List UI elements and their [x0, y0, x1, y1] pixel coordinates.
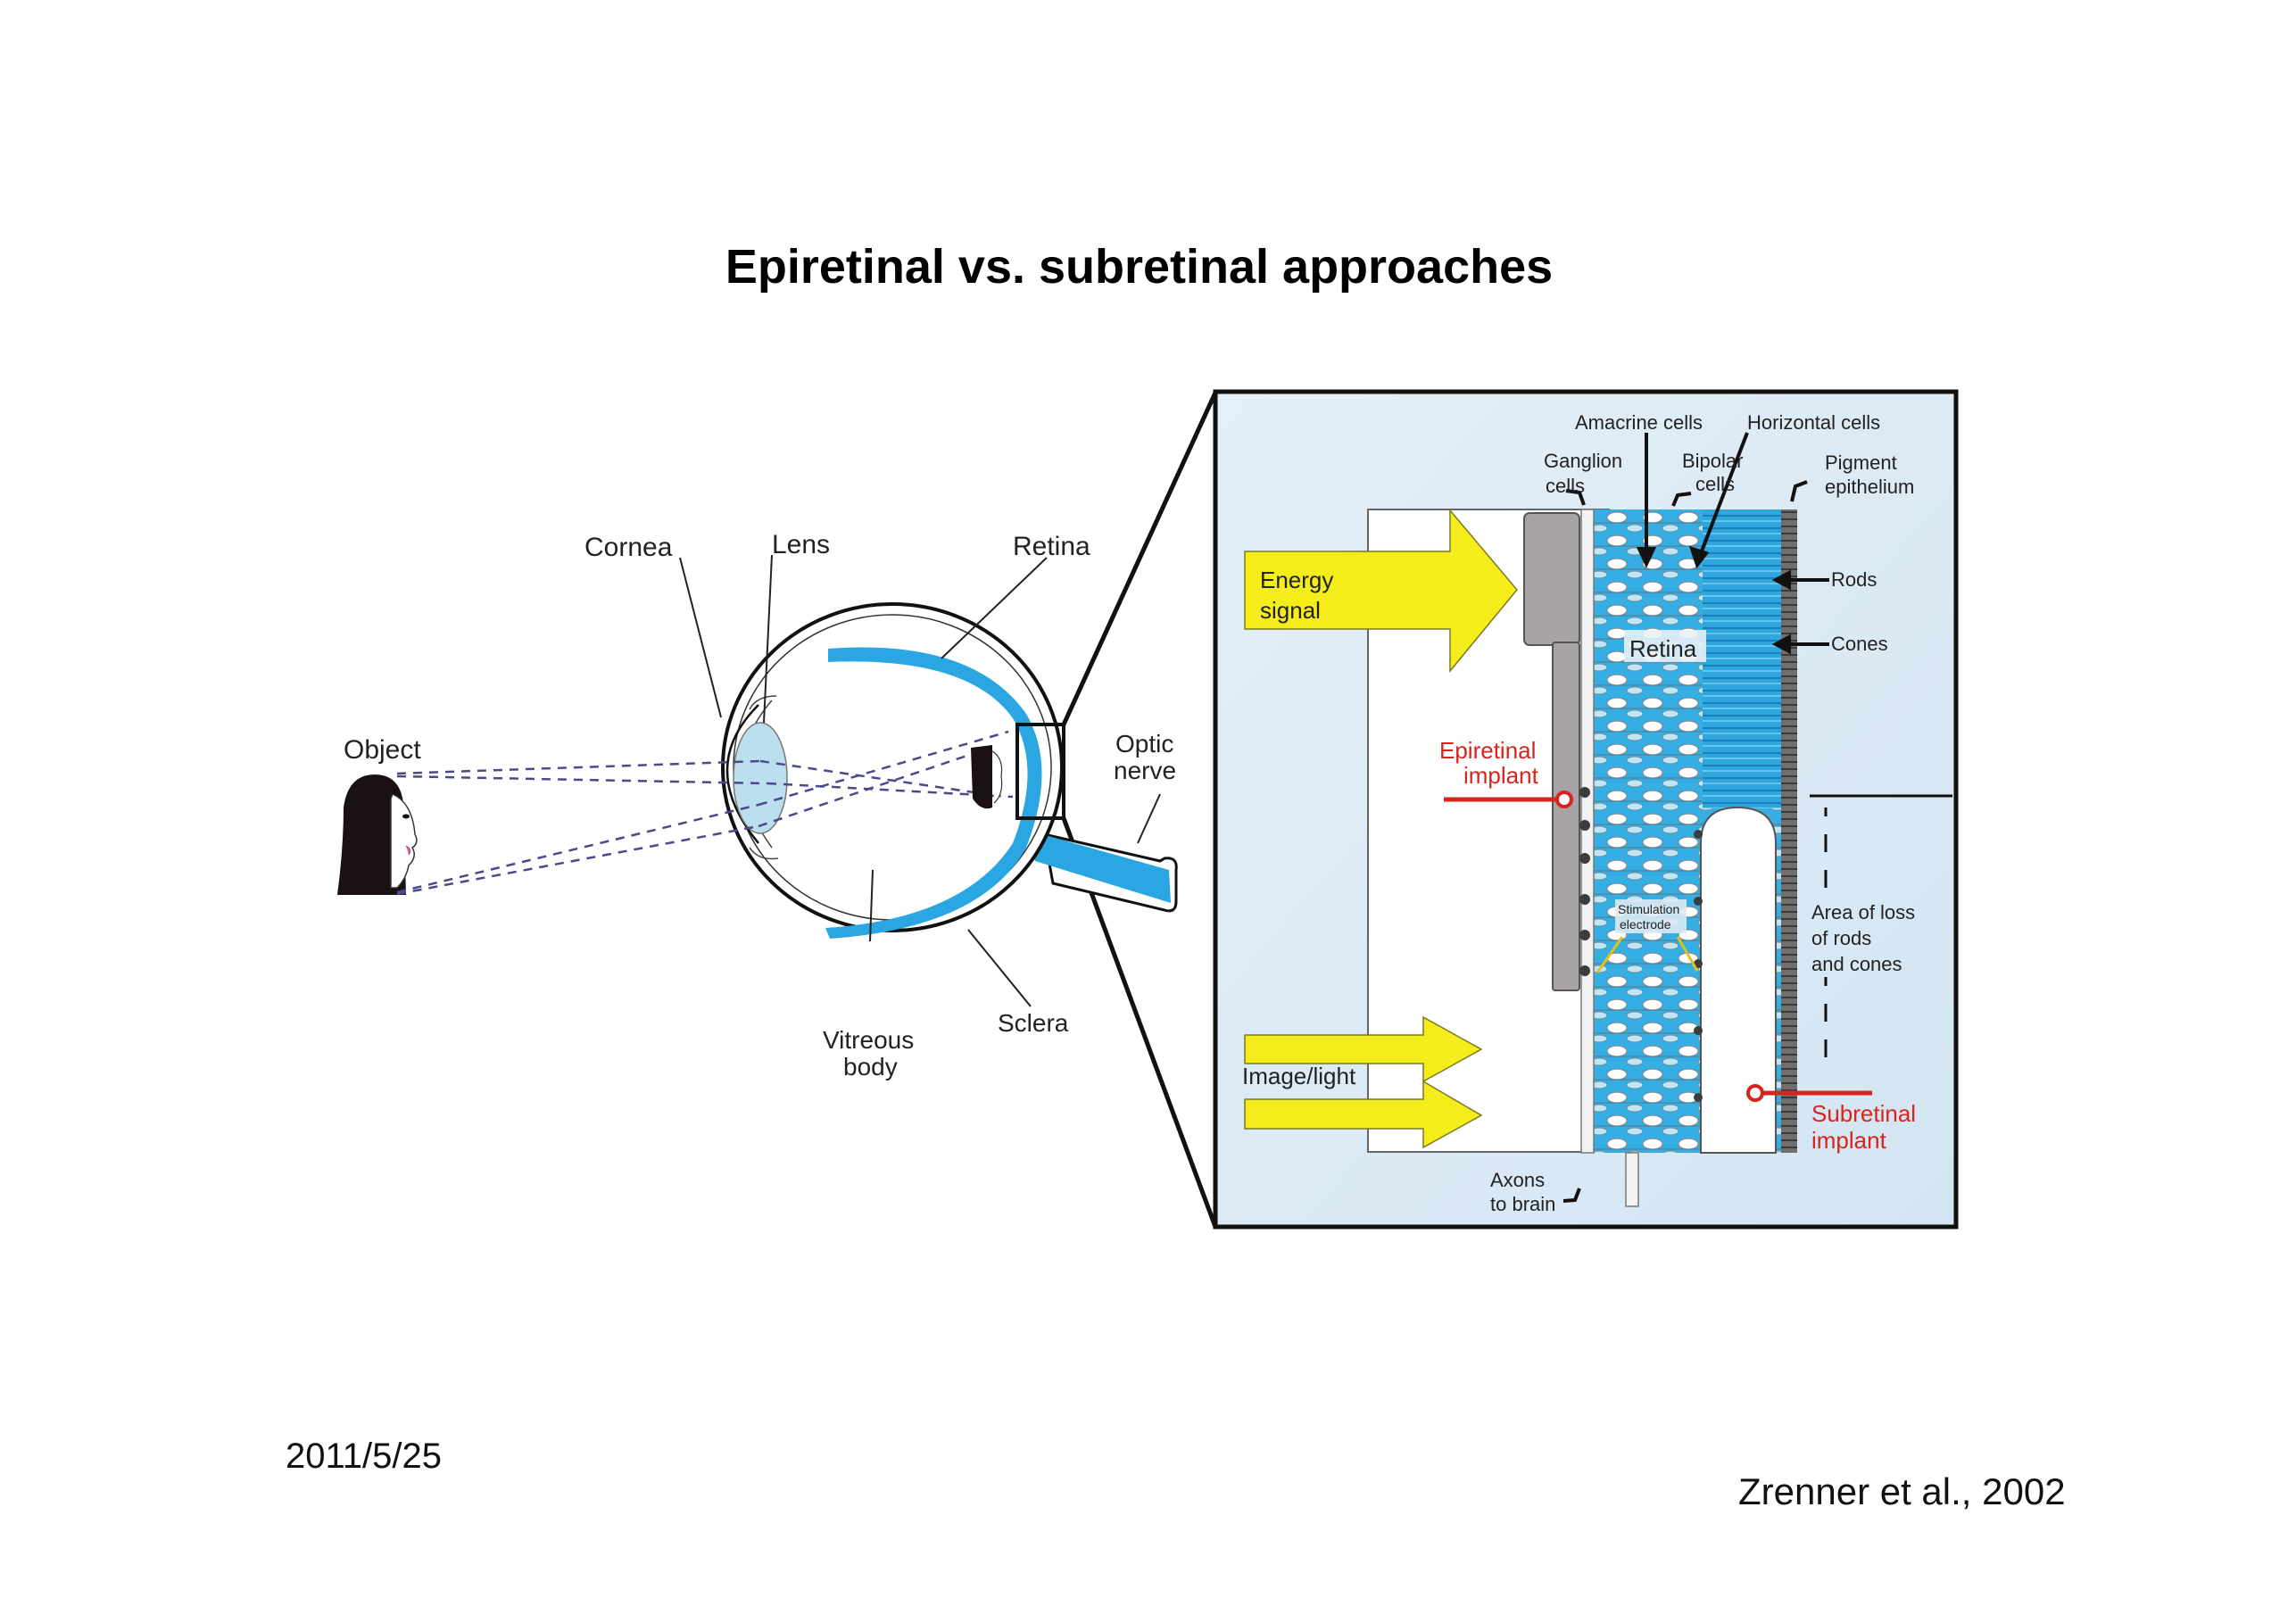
lens — [733, 722, 788, 834]
label-object: Object — [344, 735, 421, 765]
label-signal: signal — [1260, 597, 1321, 624]
label-cones: Cones — [1831, 633, 1888, 655]
label-rods: Rods — [1831, 568, 1877, 591]
epiretinal-marker — [1555, 791, 1573, 808]
subretinal-implant-region — [1700, 806, 1777, 1154]
label-sclera: Sclera — [998, 1009, 1069, 1037]
label-retina: Retina — [1013, 532, 1090, 561]
axon-bundle — [1625, 1152, 1639, 1207]
optic-nerve-core — [1026, 830, 1171, 903]
label-lens: Lens — [772, 530, 830, 559]
subretinal-marker — [1746, 1084, 1764, 1102]
photoreceptor-layer — [1703, 509, 1785, 808]
slide-citation: Zrenner et al., 2002 — [1738, 1470, 2066, 1512]
label-image-light: Image/light — [1242, 1063, 1356, 1089]
label-epiretinal-implant: implant — [1463, 762, 1539, 789]
label-optic-nerve-1: Optic — [1115, 730, 1173, 758]
label-stimulation: Stimulation — [1618, 902, 1679, 916]
slide-date: 2011/5/25 — [286, 1437, 442, 1476]
label-pigment-2: epithelium — [1825, 476, 1914, 498]
retina-inner-layers — [1594, 509, 1703, 1153]
epiretinal-implant — [1523, 512, 1580, 646]
label-energy: Energy — [1260, 567, 1333, 593]
label-area-2: of rods — [1811, 927, 1871, 949]
label-optic-nerve-2: nerve — [1114, 757, 1176, 784]
detail-panel: Stimulation electrode Retina — [1213, 389, 1959, 1230]
label-area-3: and cones — [1811, 953, 1902, 975]
label-ganglion-1: Ganglion — [1544, 450, 1622, 472]
label-vitreous-2: body — [843, 1053, 898, 1081]
detail-box — [1015, 723, 1065, 820]
label-axons: Axons — [1490, 1169, 1545, 1191]
label-pigment-1: Pigment — [1825, 451, 1897, 474]
slide-title: Epiretinal vs. subretinal approaches — [725, 240, 1554, 294]
label-subretinal: Subretinal — [1811, 1100, 1916, 1127]
label-epiretinal: Epiretinal — [1439, 737, 1536, 764]
label-area-1: Area of loss — [1811, 901, 1915, 923]
retinal-image-icon — [971, 745, 1003, 809]
light-rays — [396, 730, 1014, 896]
nerve-fiber-layer — [1580, 509, 1595, 1154]
label-horizontal: Horizontal cells — [1747, 411, 1880, 434]
energy-signal-arrow — [1244, 508, 1518, 674]
label-bipolar-1: Bipolar — [1682, 450, 1743, 472]
label-to-brain: to brain — [1490, 1193, 1555, 1215]
eye-diagram: Cornea Lens Retina Object Optic nerve Vi… — [337, 391, 1218, 1228]
label-retina-detail: Retina — [1629, 635, 1697, 662]
image-light-arrow-2 — [1244, 1080, 1483, 1149]
epiretinal-electrodes — [1579, 787, 1590, 976]
label-ganglion-2: cells — [1546, 475, 1585, 497]
pigment-epithelium — [1781, 509, 1797, 1153]
label-bipolar-2: cells — [1695, 473, 1735, 495]
label-electrode: electrode — [1620, 917, 1671, 932]
zoom-line-top — [1061, 391, 1218, 726]
image-light-arrow-1 — [1244, 1015, 1483, 1083]
label-cornea: Cornea — [584, 533, 673, 562]
label-vitreous-1: Vitreous — [823, 1026, 914, 1054]
object-face-icon — [337, 774, 418, 895]
label-subretinal-implant: implant — [1811, 1127, 1887, 1154]
label-amacrine: Amacrine cells — [1575, 411, 1703, 434]
